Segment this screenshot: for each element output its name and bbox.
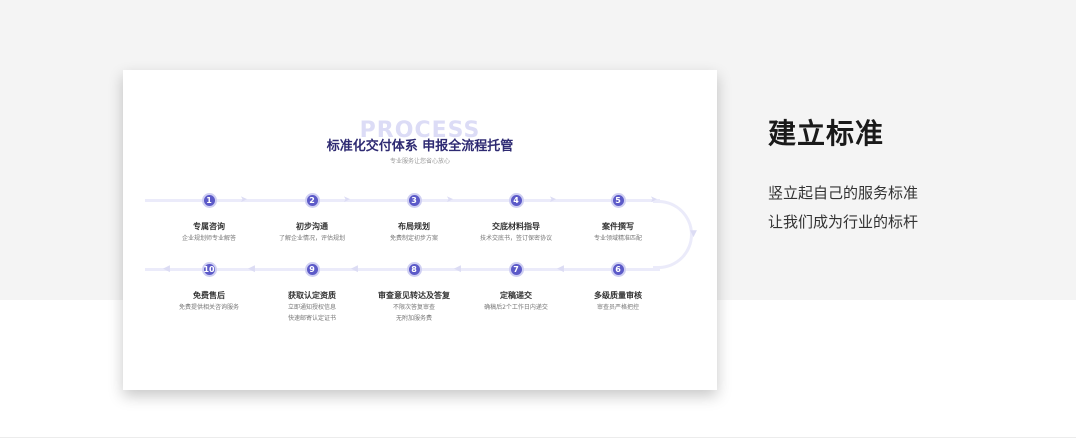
arrow-left-icon: ◀ [248,264,255,274]
step-title: 定稿递交 [500,291,532,300]
step-description: 确稿后2个工作日内递交 [456,302,576,313]
step-number-badge: 9 [304,262,320,277]
arrow-right-icon: ➤ [240,195,248,205]
step-description: 不限次答复审查无附加服务费 [354,302,474,324]
step-title: 多级质量审核 [594,291,642,300]
step-title: 布局规划 [398,222,430,231]
watermark-text: PROCESS [359,118,481,143]
step-description: 专业领域精准匹配 [558,233,678,244]
arrow-left-icon: ◀ [454,264,461,274]
section-heading: 建立标准 [768,117,885,150]
process-card: PROCESS 标准化交付体系 申报全流程托管 专业服务让您省心放心 ➤ ➤ ➤… [123,70,717,390]
card-subtitle: 专业服务让您省心放心 [389,158,450,165]
description-line-1: 竖立起自己的服务标准 [768,184,919,202]
step-description: 免费提供相关咨询服务 [149,302,269,313]
step-description-line: 免费制定初步方案 [389,235,438,242]
arrow-left-icon: ◀ [351,264,358,274]
step-description-line: 不限次答复审查 [392,304,435,311]
step-description-line: 无附加服务费 [395,315,432,322]
step-number-badge: 1 [201,193,217,208]
step-number-badge: 5 [610,193,626,208]
step-number-badge: 10 [201,262,217,277]
step-description-line: 快速邮寄认定证书 [287,315,336,322]
step-description-line: 专业领域精准匹配 [593,235,642,242]
step-title: 免费售后 [193,291,225,300]
step-number-badge: 7 [508,262,524,277]
step-description-line: 技术交底书，签订保密协议 [479,235,552,242]
step-description-line: 了解企业情况，评估规划 [278,235,345,242]
step-description: 技术交底书，签订保密协议 [456,233,576,244]
step-number-badge: 8 [406,262,422,277]
card-title: 标准化交付体系 申报全流程托管 [326,139,514,154]
bottom-divider [0,437,1076,438]
description-line-2: 让我们成为行业的标杆 [768,213,919,231]
arrow-right-icon: ➤ [549,195,557,205]
step-number-badge: 3 [406,193,422,208]
step-description: 了解企业情况，评估规划 [252,233,372,244]
arrow-right-icon: ➤ [343,195,351,205]
step-description: 企业规划师专业解答 [149,233,269,244]
step-title: 获取认定资质 [288,291,336,300]
step-description: 立即通知授权信息快速邮寄认定证书 [252,302,372,324]
step-description-line: 企业规划师专业解答 [181,235,236,242]
step-title: 审查意见转达及答复 [378,291,450,300]
step-number-badge: 6 [610,262,626,277]
step-description: 审查员严格把控 [558,302,678,313]
step-title: 案件撰写 [602,222,634,231]
arrow-left-icon: ◀ [163,264,170,274]
arrow-down-icon: ▼ [690,229,697,239]
step-description-line: 审查员严格把控 [596,304,639,311]
step-title: 初步沟通 [296,222,328,231]
arrow-right-icon: ➤ [446,195,454,205]
step-description-line: 立即通知授权信息 [287,304,336,311]
process-track-row2 [145,268,660,271]
arrow-right-icon: ➤ [650,195,658,205]
step-number-badge: 4 [508,193,524,208]
step-description: 免费制定初步方案 [354,233,474,244]
step-title: 交底材料指导 [492,222,540,231]
arrow-left-icon: ◀ [557,264,564,274]
process-track-row1 [145,199,660,202]
step-number-badge: 2 [304,193,320,208]
step-description-line: 免费提供相关咨询服务 [178,304,239,311]
step-description-line: 确稿后2个工作日内递交 [484,304,548,311]
step-title: 专属咨询 [193,222,225,231]
